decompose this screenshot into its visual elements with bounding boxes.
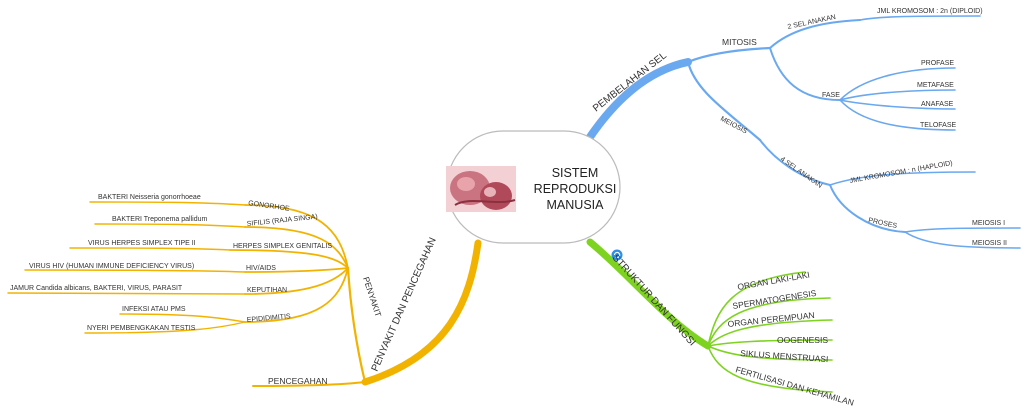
center-title-line-3: MANUSIA	[547, 198, 605, 212]
label-sifilis: SIFILIS (RAJA SINGA)	[246, 214, 318, 228]
struktur-to-fertilisasi	[707, 345, 833, 393]
label-cause-nyeri: NYERI PEMBENGKAKAN TESTIS	[87, 325, 196, 332]
proses-to-meiosis1	[904, 227, 1021, 233]
label-epididimitis: EPIDIDIMITIS	[247, 313, 292, 324]
4sel-to-jml	[829, 171, 976, 186]
trunk-to-pencegahan	[252, 381, 366, 387]
hiv-cause-line	[24, 269, 246, 273]
label-profase: PROFASE	[921, 60, 954, 67]
penyakit-to-gonorhoe	[244, 204, 349, 269]
proses-to-meiosis2	[904, 231, 1021, 249]
keputihan-cause-line	[7, 292, 246, 295]
label-cause-infeksi: INFEKSI ATAU PMS	[122, 306, 186, 313]
branch-pembelahan-sel[interactable]	[584, 15, 1021, 249]
struktur-to-siklus	[707, 345, 833, 361]
label-pembelahan-sel: PEMBELAHAN SEL	[591, 50, 669, 114]
epididimitis-cause-line-2	[84, 321, 246, 334]
label-oogenesis: OOGENESIS	[777, 335, 828, 345]
mitosis-to-2sel	[769, 19, 861, 49]
label-siklus-menstruasi: SIKLUS MENSTRUASI	[740, 348, 829, 364]
struktur-trunk	[586, 238, 712, 350]
label-anafase: ANAFASE	[921, 101, 954, 108]
label-spermatogenesis: SPERMATOGENESIS	[732, 288, 818, 311]
2sel-to-jml	[859, 15, 981, 21]
refresh-icon[interactable]	[611, 249, 623, 261]
label-pencegahan: PENCEGAHAN	[268, 376, 328, 386]
center-title-line-1: SISTEM	[552, 166, 599, 180]
center-node[interactable]: SISTEM REPRODUKSI MANUSIA	[446, 130, 621, 244]
label-meiosis-2: MEIOSIS II	[972, 240, 1007, 247]
mitosis-to-fase	[769, 47, 841, 101]
fase-to-anafase	[839, 99, 956, 110]
label-mitosis: MITOSIS	[722, 37, 757, 47]
label-herpes: HERPES SIMPLEX GENITALIS	[233, 243, 332, 250]
struktur-to-organ-perempuan	[707, 319, 833, 347]
label-fase: FASE	[822, 92, 840, 99]
epididimitis-cause-line-1	[119, 313, 246, 323]
label-fertilisasi-dan-kehamilan: FERTILISASI DAN KEHAMILAN	[734, 364, 855, 407]
fase-to-profase	[839, 67, 956, 101]
label-gonorhoe: GONORHOE	[248, 200, 291, 213]
meiosis-to-4sel	[759, 139, 831, 186]
label-cause-herpes: VIRUS HERPES SIMPLEX TIPE II	[88, 240, 196, 247]
gonorhoe-cause-line	[89, 201, 246, 206]
label-4-sel-anakan: 4 SEL ANAKAN	[779, 156, 823, 190]
penyakit-to-keputihan	[244, 267, 349, 295]
struktur-to-oogenesis	[707, 339, 833, 347]
penyakit-to-hiv	[244, 267, 349, 273]
4sel-to-proses	[829, 184, 906, 233]
pembelahan-to-mitosis	[686, 46, 772, 64]
label-meiosis-1: MEIOSIS I	[972, 220, 1005, 227]
label-hiv-aids: HIV/AIDS	[246, 265, 276, 272]
label-struktur-dan-fungsi: STRUKTUR DAN FUNGSI	[610, 253, 698, 349]
branch-struktur-dan-fungsi[interactable]	[586, 238, 833, 393]
label-telofase: TELOFASE	[920, 122, 957, 129]
label-cause-gonorhoe: BAKTERI Neisseria gonorrhoeae	[98, 194, 201, 201]
fase-to-metafase	[839, 89, 956, 101]
penyakit-to-epididimitis	[244, 267, 349, 323]
struktur-to-organ-laki	[707, 271, 806, 347]
sifilis-cause-line	[94, 223, 246, 228]
fase-to-telofase	[839, 99, 956, 131]
struktur-to-spermatogenesis	[707, 297, 831, 347]
label-cause-hiv: VIRUS HIV (HUMAN IMMUNE DEFICIENCY VIRUS…	[29, 263, 194, 270]
herpes-cause-line	[69, 247, 231, 251]
fetus-image	[446, 166, 516, 212]
penyakit-to-herpes	[229, 249, 349, 269]
label-keputihan: KEPUTIHAN	[247, 287, 287, 294]
branch-penyakit-dan-pencegahan[interactable]	[7, 201, 482, 387]
penyakit-trunk	[361, 239, 482, 386]
label-organ-laki-laki: ORGAN LAKI-LAKI	[737, 269, 811, 292]
label-jml-kromosom-diploid: JML KROMOSOM : 2n (DIPLOID)	[877, 8, 983, 15]
center-title-line-2: REPRODUKSI	[534, 182, 617, 196]
penyakit-to-sifilis	[244, 226, 349, 269]
pembelahan-to-meiosis	[686, 60, 762, 142]
label-cause-sifilis: BAKTERI Treponema pallidum	[112, 216, 207, 223]
label-penyakit: PENYAKIT	[361, 276, 383, 318]
pembelahan-trunk	[584, 58, 692, 144]
label-metafase: METAFASE	[917, 82, 954, 89]
trunk-to-penyakit	[346, 266, 367, 384]
label-cause-keputihan: JAMUR Candida albicans, BAKTERI, VIRUS, …	[10, 285, 183, 292]
